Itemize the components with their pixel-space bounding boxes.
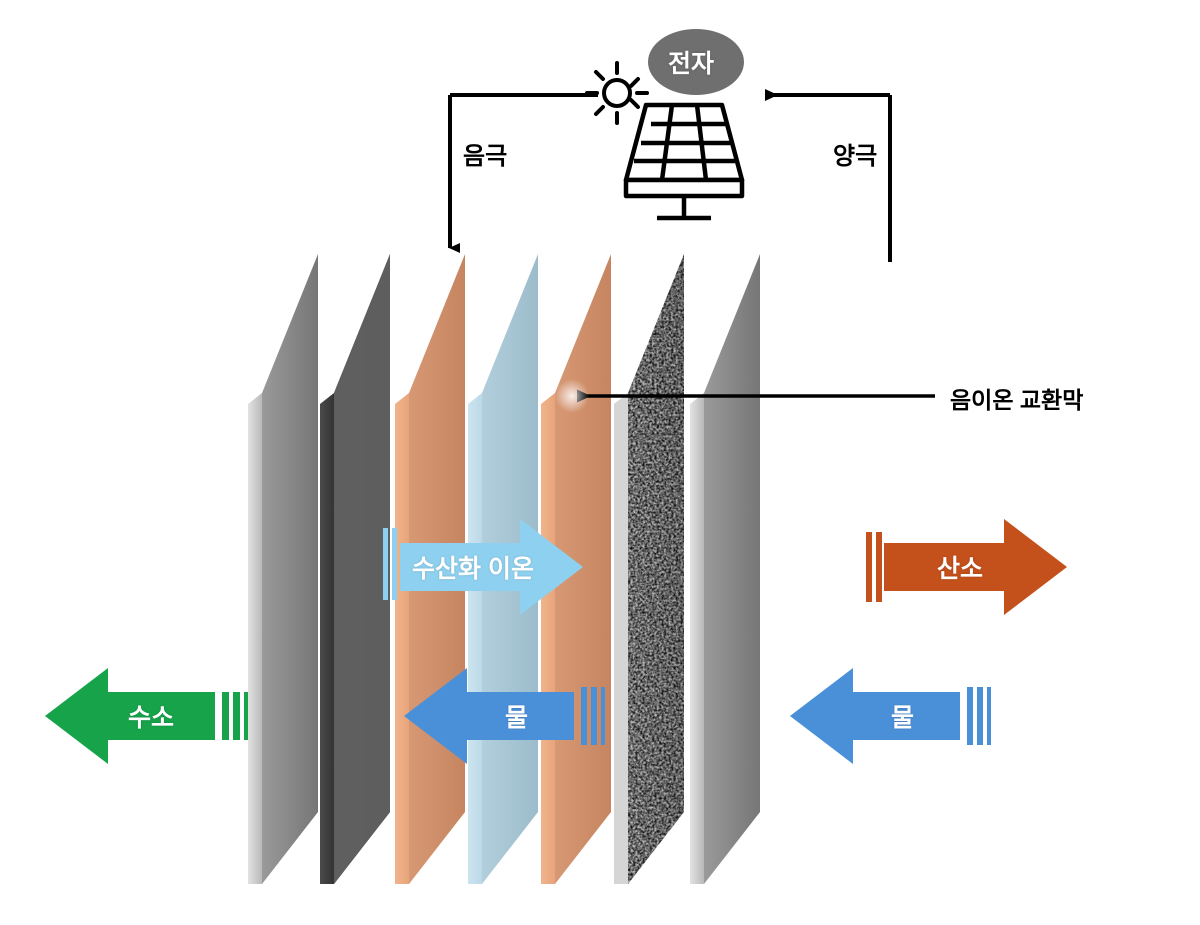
flow-arrow-hydrogen-label: 수소 (128, 704, 175, 732)
flow-arrow-oxygen (866, 519, 1067, 615)
flow-arrow-hydroxide-ion-label: 수산화 이온 (412, 555, 534, 583)
flow-arrow-water-right (790, 668, 991, 764)
layer-cathode-catalyst (320, 254, 390, 884)
layer-bipolar-plate-left (248, 254, 318, 884)
layer-anode-catalyst (614, 254, 684, 884)
flow-arrow-oxygen-label: 산소 (937, 555, 984, 583)
solar-panel-icon (623, 102, 745, 221)
external-circuit (448, 89, 892, 262)
flow-arrow-water-left-label: 물 (505, 704, 529, 732)
membrane-callout-label: 음이온 교환막 (950, 387, 1084, 413)
flow-arrow-water-left (404, 668, 605, 764)
cathode-label: 음극 (463, 143, 508, 170)
flow-arrow-water-right-label: 물 (891, 704, 915, 732)
electron-badge (648, 29, 744, 95)
electron-badge-label: 전자 (668, 50, 715, 78)
flow-arrow-hydroxide-ion (383, 519, 583, 615)
sun-icon (585, 61, 649, 125)
flow-arrow-hydrogen (45, 668, 248, 764)
anode-label: 양극 (833, 143, 878, 170)
layer-bipolar-plate-right (690, 254, 760, 884)
membrane-callout (555, 379, 935, 413)
